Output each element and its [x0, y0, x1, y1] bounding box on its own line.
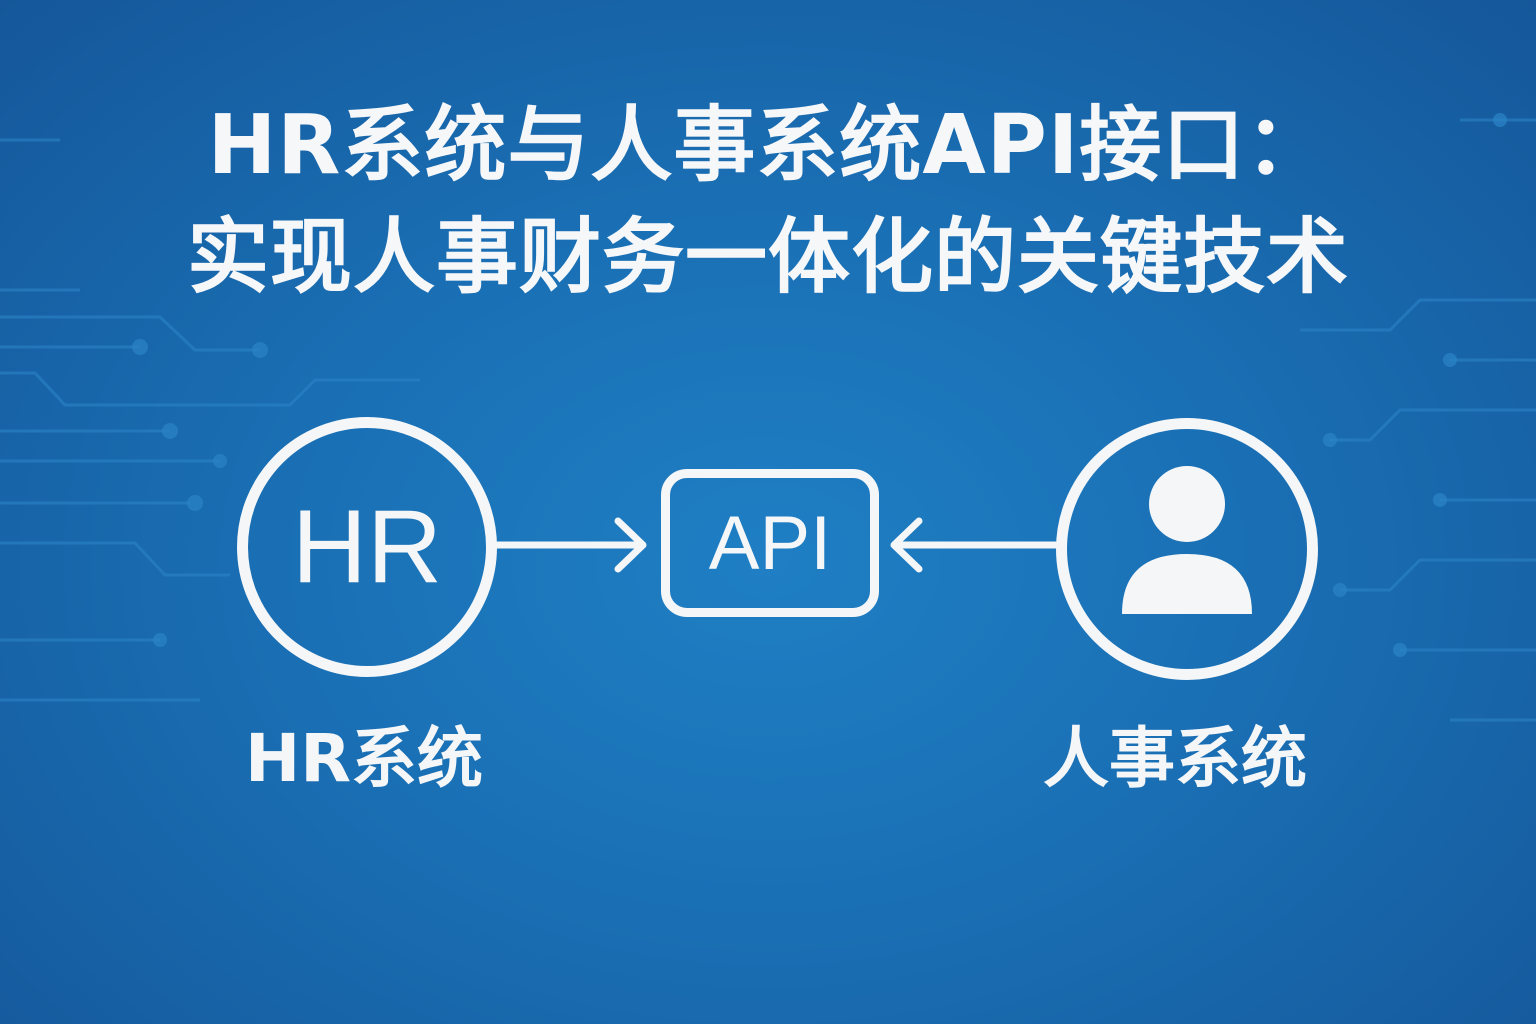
api-node: API: [661, 469, 879, 617]
arrow-personnel-to-api: [890, 517, 1060, 573]
personnel-system-node: [1056, 418, 1318, 680]
person-icon: [1122, 466, 1252, 614]
arrow-hr-to-api: [493, 517, 647, 573]
hr-system-label: HR系统: [245, 720, 484, 797]
personnel-system-label: 人事系统: [1043, 720, 1307, 797]
api-node-text: API: [708, 500, 832, 586]
hr-system-node: HR: [237, 417, 497, 677]
title-line-2: 实现人事财务一体化的关键技术: [186, 210, 1349, 305]
hr-node-text: HR: [291, 488, 443, 605]
title-line-1: HR系统与人事系统API接口：: [207, 98, 1329, 193]
